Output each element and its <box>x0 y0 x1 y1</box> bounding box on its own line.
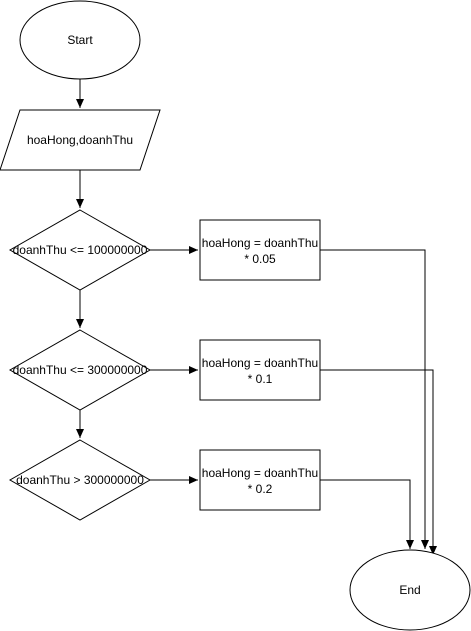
process-1-line-2: * 0.05 <box>244 252 276 266</box>
process-3-line-2: * 0.2 <box>248 482 273 496</box>
decision-3-label: doanhThu > 300000000 <box>16 473 144 487</box>
decision-2-label: doanhThu <= 300000000 <box>13 363 148 377</box>
decision-1-label: doanhThu <= 100000000 <box>13 243 148 257</box>
process-1-line-1: hoaHong = doanhThu <box>202 236 318 250</box>
end-node: End <box>349 549 471 631</box>
edge-process-2-to-end <box>320 369 437 555</box>
start-node: Start <box>19 0 141 80</box>
process-2-line-1: hoaHong = doanhThu <box>202 356 318 370</box>
end-label: End <box>399 583 420 597</box>
decision-node-1: doanhThu <= 100000000 <box>8 209 152 291</box>
process-node-1: hoaHong = doanhThu * 0.05 <box>199 219 321 281</box>
process-3-line-1: hoaHong = doanhThu <box>202 466 318 480</box>
process-node-2: hoaHong = doanhThu * 0.1 <box>199 339 321 401</box>
edge-process-1-to-end <box>320 249 429 549</box>
input-node: hoaHong,doanhThu <box>0 109 161 171</box>
decision-node-3: doanhThu > 300000000 <box>8 439 152 521</box>
process-node-3: hoaHong = doanhThu * 0.2 <box>199 449 321 511</box>
input-label: hoaHong,doanhThu <box>27 133 133 147</box>
start-label: Start <box>67 33 93 47</box>
decision-node-2: doanhThu <= 300000000 <box>8 329 152 411</box>
edge-process-3-to-end <box>320 479 414 549</box>
process-2-line-2: * 0.1 <box>248 372 273 386</box>
